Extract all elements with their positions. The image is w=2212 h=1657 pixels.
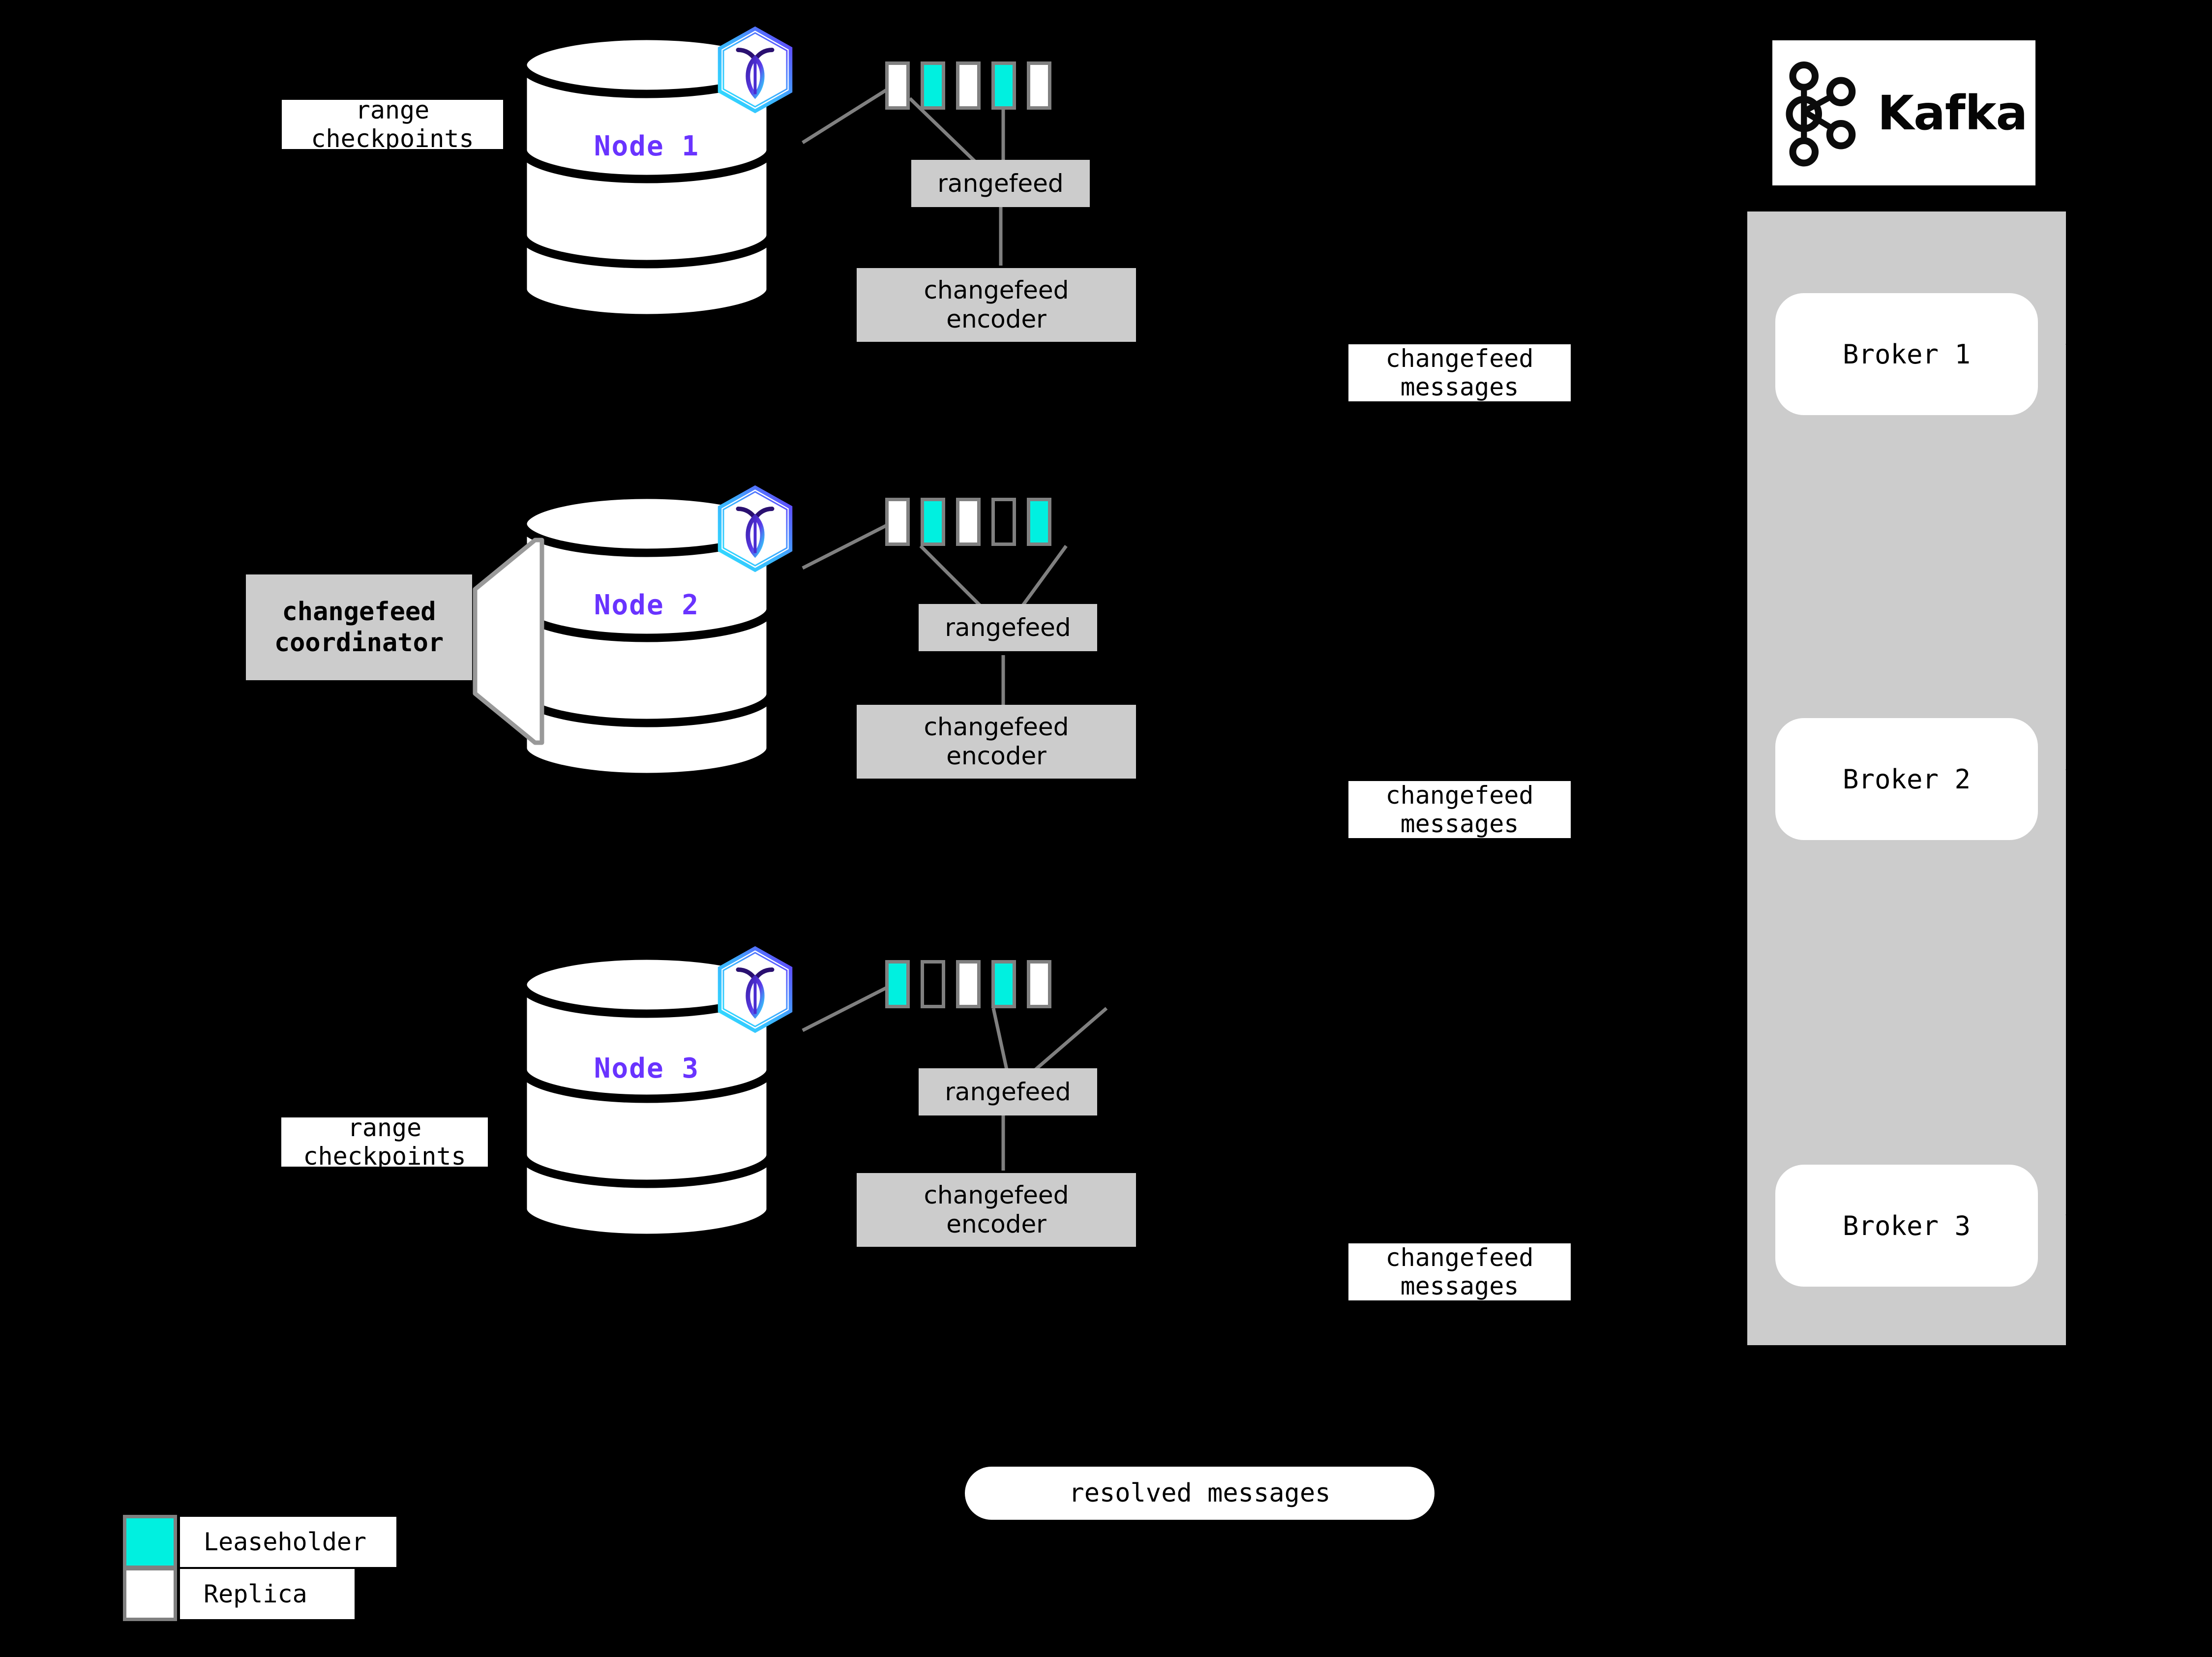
resolved-messages-pill[interactable]: resolved messages (965, 1467, 1435, 1520)
range-checkpoints-label-3: range checkpoints (281, 1114, 488, 1171)
encoder-line2: encoder (946, 742, 1046, 770)
encoder-line1: changefeed (924, 713, 1069, 741)
range-cell[interactable] (956, 498, 981, 546)
node-2-range-row (885, 498, 1051, 546)
range-cell[interactable] (921, 960, 945, 1008)
node-3-label: Node 3 (594, 1053, 700, 1085)
range-cell[interactable] (1027, 61, 1051, 110)
kafka-logo-box: Kafka (1772, 40, 2035, 185)
rangefeed-box-2[interactable]: rangefeed (919, 604, 1097, 651)
coordinator-line1: changefeed (282, 597, 436, 627)
broker-2[interactable]: Broker 2 (1775, 718, 2038, 840)
changefeed-encoder-box-1[interactable]: changefeed encoder (857, 268, 1136, 342)
range-cell[interactable] (885, 498, 910, 546)
changefeed-messages-label-3: changefeed messages (1348, 1243, 1571, 1300)
messages-line2: messages (1400, 373, 1519, 401)
cockroachdb-hexagon-logo (715, 945, 796, 1034)
messages-line1: changefeed (1385, 344, 1534, 373)
legend-swatch-replica (123, 1567, 177, 1621)
legend: Leaseholder Replica (123, 1515, 396, 1621)
range-cell[interactable] (991, 61, 1016, 110)
encoder-line2: encoder (946, 1210, 1046, 1238)
node-1-cylinder (518, 30, 775, 325)
range-cell[interactable] (956, 61, 981, 110)
node-1-label: Node 1 (594, 130, 700, 162)
range-cell[interactable] (1027, 498, 1051, 546)
node-3-cylinder (518, 949, 775, 1244)
changefeed-encoder-box-3[interactable]: changefeed encoder (857, 1173, 1136, 1247)
legend-label-replica: Replica (180, 1569, 355, 1619)
range-cell[interactable] (885, 61, 910, 110)
cockroachdb-hexagon-logo (715, 484, 796, 573)
kafka-logo (1786, 61, 1855, 166)
range-checkpoints-line1: range (355, 96, 430, 124)
range-cell[interactable] (991, 960, 1016, 1008)
encoder-line1: changefeed (924, 276, 1069, 304)
range-checkpoints-label-1: range checkpoints (282, 96, 503, 153)
legend-label-leaseholder: Leaseholder (180, 1517, 396, 1567)
encoder-line1: changefeed (924, 1181, 1069, 1209)
changefeed-messages-label-1: changefeed messages (1348, 344, 1571, 401)
changefeed-encoder-box-2[interactable]: changefeed encoder (857, 705, 1136, 779)
range-checkpoints-line2: checkpoints (311, 124, 474, 153)
coordinator-arrow-shape (472, 536, 546, 748)
encoder-line2: encoder (946, 305, 1046, 333)
messages-line2: messages (1400, 1272, 1519, 1300)
kafka-brand-text: Kafka (1877, 85, 2028, 141)
changefeed-coordinator-box[interactable]: changefeed coordinator (246, 574, 472, 680)
node-3-range-row (885, 960, 1051, 1008)
node-2-label: Node 2 (594, 589, 700, 621)
cockroachdb-hexagon-logo (715, 26, 796, 114)
broker-3[interactable]: Broker 3 (1775, 1165, 2038, 1287)
range-cell[interactable] (991, 498, 1016, 546)
range-cell[interactable] (921, 498, 945, 546)
rangefeed-box-3[interactable]: rangefeed (919, 1068, 1097, 1115)
coordinator-line2: coordinator (274, 628, 444, 658)
broker-1[interactable]: Broker 1 (1775, 293, 2038, 415)
changefeed-messages-label-2: changefeed messages (1348, 781, 1571, 838)
messages-line2: messages (1400, 810, 1519, 838)
range-cell[interactable] (885, 960, 910, 1008)
legend-swatch-leaseholder (123, 1515, 177, 1569)
node-1-range-row (885, 61, 1051, 110)
range-cell[interactable] (1027, 960, 1051, 1008)
range-cell[interactable] (921, 61, 945, 110)
range-checkpoints-line1: range (347, 1114, 422, 1142)
rangefeed-box-1[interactable]: rangefeed (911, 160, 1090, 207)
messages-line1: changefeed (1385, 781, 1534, 810)
messages-line1: changefeed (1385, 1243, 1534, 1272)
range-cell[interactable] (956, 960, 981, 1008)
range-checkpoints-line2: checkpoints (303, 1142, 466, 1171)
